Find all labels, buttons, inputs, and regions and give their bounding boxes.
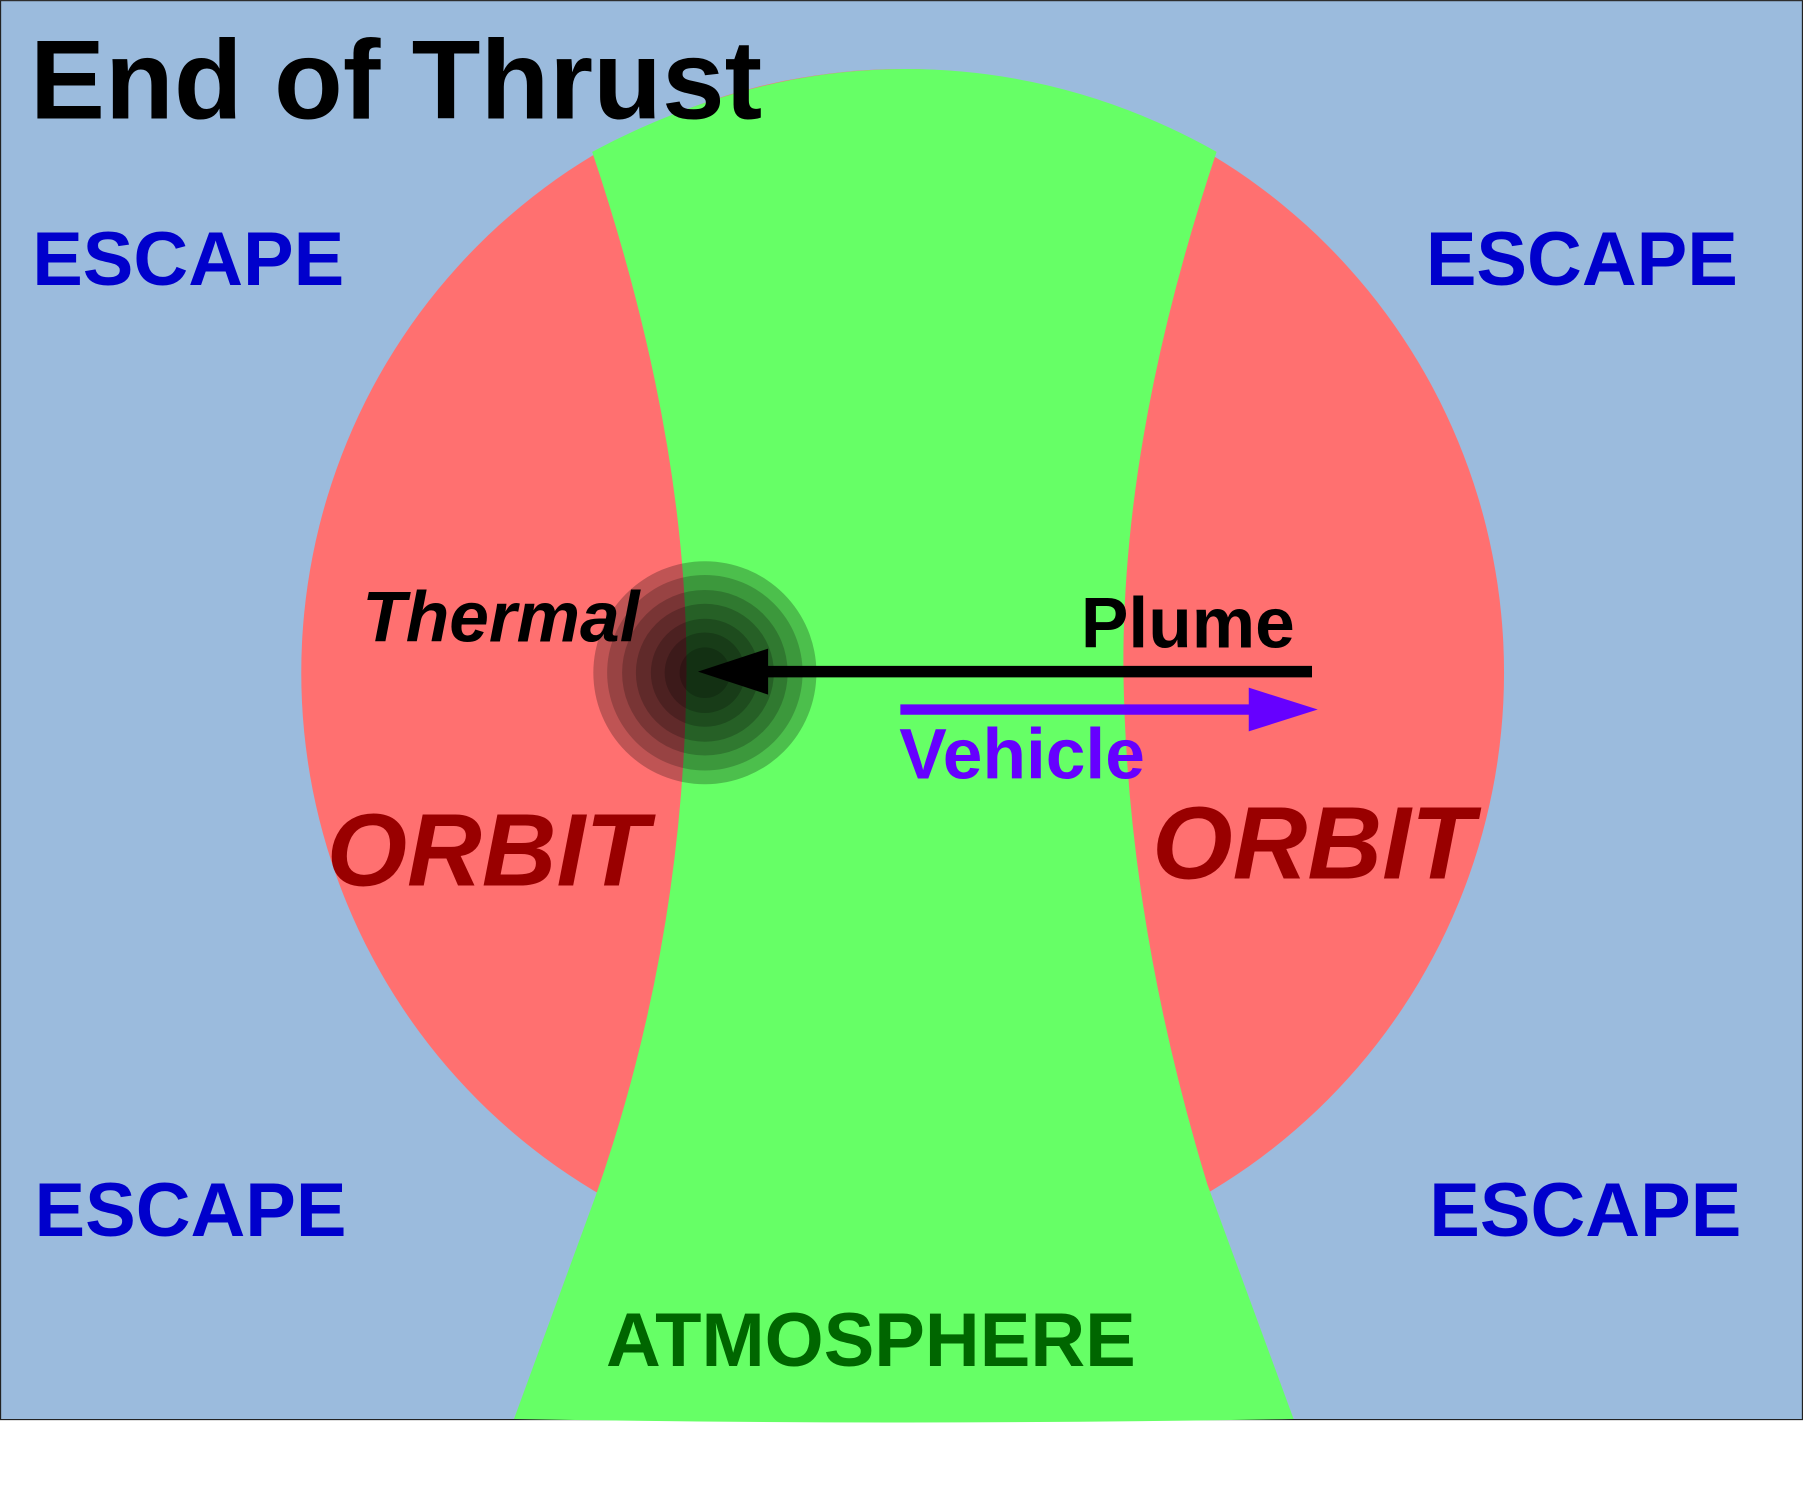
- plume-arrow: [697, 648, 1313, 695]
- escape-label-top-left: ESCAPE: [32, 217, 344, 302]
- escape-label-top-right: ESCAPE: [1426, 217, 1738, 302]
- diagram-title: End of Thrust: [30, 16, 762, 142]
- orbit-label-left: ORBIT: [327, 791, 657, 907]
- atmosphere-region: [513, 69, 1294, 1423]
- orbit-label-right: ORBIT: [1152, 785, 1482, 901]
- escape-label-bottom-right: ESCAPE: [1429, 1168, 1741, 1253]
- vehicle-label: Vehicle: [899, 715, 1145, 795]
- escape-label-bottom-left: ESCAPE: [34, 1168, 346, 1253]
- atmosphere-label: ATMOSPHERE: [606, 1298, 1136, 1383]
- vehicle-arrow: [900, 687, 1318, 732]
- plume-label: Plume: [1081, 583, 1295, 663]
- thermal-label: Thermal: [362, 578, 641, 658]
